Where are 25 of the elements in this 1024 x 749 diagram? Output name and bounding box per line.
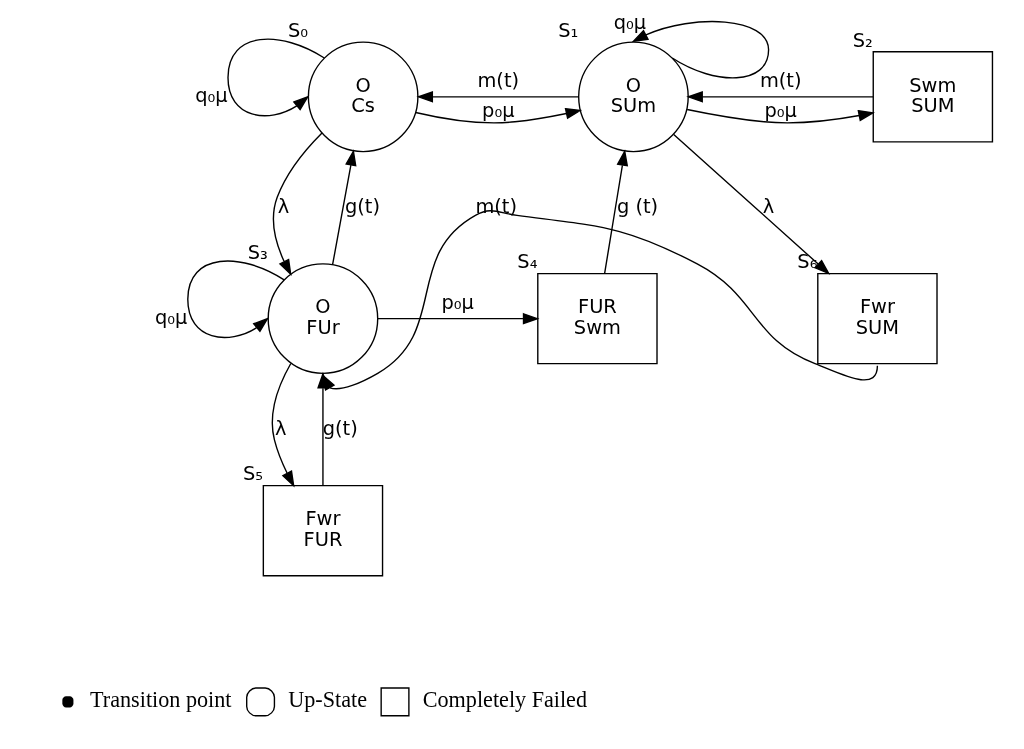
- edge-label: g (t): [616, 194, 658, 218]
- node-label: S₆: [796, 250, 817, 274]
- edge-label: λ: [762, 194, 774, 218]
- node-label: S₃: [247, 240, 268, 264]
- legend-label: Transition point: [89, 687, 231, 713]
- node-label: S₁: [557, 18, 578, 42]
- node-label: S₀: [287, 18, 308, 42]
- edge-label: p₀μ: [481, 98, 514, 122]
- edge-label: q₀μ: [154, 305, 187, 329]
- node-label: S₅: [242, 462, 263, 486]
- edge-label: p₀μ: [764, 98, 797, 122]
- edge-label: p₀μ: [441, 291, 474, 315]
- node-label: S₄: [516, 250, 537, 274]
- edge-label: m(t): [759, 69, 802, 93]
- edge-label: q₀μ: [613, 11, 646, 35]
- edge-label: m(t): [474, 194, 517, 218]
- edge-label: λ: [277, 194, 289, 218]
- legend-label: Completely Failed: [422, 687, 587, 713]
- legend-label: Up-State: [287, 687, 367, 713]
- node-label: S₂: [852, 28, 873, 52]
- edge-label: m(t): [476, 69, 519, 93]
- edge-label: g(t): [344, 194, 380, 218]
- edge-label: λ: [274, 416, 286, 440]
- edge-label: q₀μ: [194, 83, 228, 107]
- edge-label: g(t): [322, 416, 358, 440]
